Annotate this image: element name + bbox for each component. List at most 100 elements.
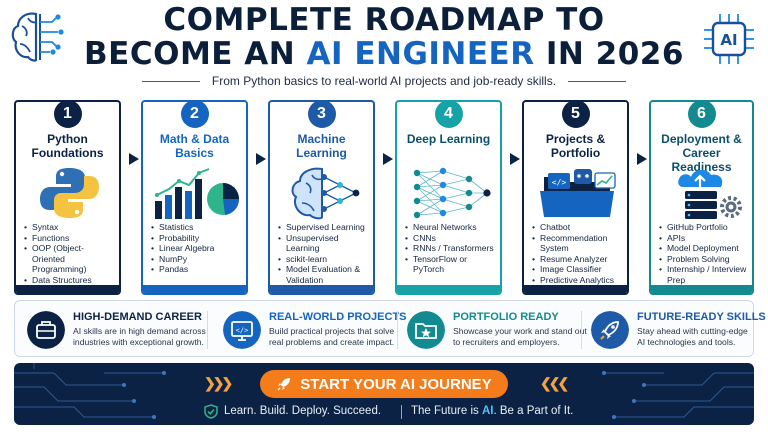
step-title: Deployment & Career Readiness — [661, 132, 742, 174]
step-card-projects: 5 Projects & Portfolio </> Chatbot Recom… — [522, 100, 629, 295]
chevrons-left-icon: ❮❮❮ — [540, 375, 569, 391]
code-monitor-icon: </> — [223, 311, 261, 349]
feature-divider — [581, 311, 582, 349]
subtitle: From Python basics to real-world AI proj… — [211, 74, 557, 88]
step-number: 1 — [53, 102, 82, 128]
step-number: 3 — [307, 102, 336, 128]
rocket-icon — [591, 311, 629, 349]
feature-portfolio-ready: PORTFOLIO READY Showcase your work and s… — [407, 307, 587, 353]
step-topics: Neural Networks CNNs RNNs / Transformers… — [405, 222, 496, 275]
topic-item: Resume Analyzer — [532, 254, 623, 265]
benefits-strip: HIGH-DEMAND CAREER AI skills are in high… — [14, 300, 766, 357]
topic-item: Neural Networks — [405, 222, 496, 233]
topic-item: Problem Solving — [659, 254, 748, 265]
topic-item: APIs — [659, 233, 748, 244]
step-card-math: 2 Math & Data Basics Statistics Probabil… — [141, 100, 248, 295]
brain-circuit-icon — [11, 12, 64, 62]
step-topics: GitHub Portfolio APIs Model Deployment P… — [659, 222, 748, 285]
step-number: 5 — [561, 102, 590, 128]
topic-item: GitHub Portfolio — [659, 222, 748, 233]
footer-banner: ❯❯❯ START YOUR AI JOURNEY ❮❮❮ Learn. Bui… — [14, 363, 754, 425]
future-ai-word: AI — [481, 405, 494, 417]
feature-divider — [207, 311, 208, 349]
topic-item: OOP (Object-Oriented Programming) — [24, 243, 115, 275]
future-prefix: The Future is — [411, 405, 479, 417]
header: COMPLETE ROADMAP TO BECOME AN AI ENGINEE… — [0, 0, 768, 96]
cloud-server-icon — [678, 169, 742, 219]
topic-item: CNNs — [405, 233, 496, 244]
feature-high-demand: HIGH-DEMAND CAREER AI skills are in high… — [27, 307, 206, 353]
chevrons-right-icon: ❯❯❯ — [204, 375, 233, 391]
brain-network-icon — [291, 167, 360, 220]
feature-future-ready: FUTURE-READY SKILLS Stay ahead with cutt… — [591, 307, 766, 353]
step-title: Machine Learning — [296, 132, 347, 160]
topic-item: Supervised Learning — [278, 222, 369, 233]
topic-item: Chatbot — [532, 222, 623, 233]
feature-real-world-projects: </> REAL-WORLD PROJECTS Build practical … — [223, 307, 407, 353]
star-folder-icon — [407, 311, 445, 349]
future-suffix: . Be a Part of It. — [493, 405, 574, 417]
topic-item: Syntax — [24, 222, 115, 233]
step-title: Python Foundations — [31, 132, 104, 160]
svg-text:</>: </> — [236, 327, 249, 335]
feature-title: HIGH-DEMAND CAREER — [73, 311, 202, 323]
start-journey-button[interactable]: START YOUR AI JOURNEY — [260, 370, 508, 398]
step-card-ml: 3 Machine Learning Supervised Learning U… — [268, 100, 375, 295]
feature-desc: Stay ahead with cutting-edge AI technolo… — [637, 326, 748, 347]
topic-item: Recommendation System — [532, 233, 623, 254]
roadmap-steps: 1 Python Foundations Syntax Functions OO… — [14, 100, 754, 295]
circuit-decoration-left — [14, 363, 166, 419]
footer-tagline: Learn. Build. Deploy. Succeed. — [224, 405, 382, 417]
step-bottom-bar — [270, 285, 373, 293]
step-bottom-bar — [651, 285, 752, 293]
step-card-deployment: 6 Deployment & Career Readiness GitHub P… — [649, 100, 754, 295]
footer-future-line: The Future is AI. Be a Part of It. — [411, 405, 573, 417]
subtitle-rule-right — [568, 81, 626, 82]
chevron-right-icon — [637, 153, 647, 165]
step-number: 4 — [434, 102, 463, 128]
feature-title: PORTFOLIO READY — [453, 311, 559, 323]
step-topics: Supervised Learning Unsupervised Learnin… — [278, 222, 369, 285]
topic-item: NumPy — [151, 254, 242, 265]
title-suffix: IN 2026 — [545, 36, 684, 72]
footer-divider — [401, 405, 402, 419]
topic-item: Statistics — [151, 222, 242, 233]
feature-desc: AI skills are in high demand across indu… — [73, 326, 206, 347]
step-number: 6 — [687, 102, 716, 128]
topic-item: RNNs / Transformers — [405, 243, 496, 254]
svg-text:</>: </> — [552, 178, 567, 187]
topic-item: Model Evaluation & Validation — [278, 264, 369, 285]
neural-network-icon — [413, 167, 491, 219]
feature-divider — [397, 311, 398, 349]
feature-title: FUTURE-READY SKILLS — [637, 311, 766, 323]
shield-check-icon — [204, 404, 218, 419]
step-title: Deep Learning — [406, 132, 491, 146]
title-accent: AI ENGINEER — [306, 36, 535, 72]
briefcase-icon — [27, 311, 65, 349]
step-bottom-bar — [397, 285, 500, 293]
cta-label: START YOUR AI JOURNEY — [300, 375, 492, 393]
ai-chip-label: AI — [720, 31, 737, 49]
topic-item: scikit-learn — [278, 254, 369, 265]
chevron-right-icon — [129, 153, 139, 165]
step-bottom-bar — [524, 285, 627, 293]
topic-item: Data Structures — [24, 275, 115, 286]
page-title-line-2: BECOME AN AI ENGINEER IN 2026 — [0, 36, 768, 72]
step-bottom-bar — [16, 285, 119, 293]
step-title: Projects & Portfolio — [545, 132, 606, 160]
step-card-deep-learning: 4 Deep Learning Neural Networks CNNs RNN… — [395, 100, 502, 295]
bar-chart-pie-icon — [155, 168, 240, 219]
chevron-right-icon — [383, 153, 393, 165]
step-title: Math & Data Basics — [159, 132, 230, 160]
step-topics: Syntax Functions OOP (Object-Oriented Pr… — [24, 222, 115, 285]
python-logo-icon — [40, 168, 99, 218]
ai-chip-icon: AI — [704, 14, 754, 64]
subtitle-rule-left — [142, 81, 200, 82]
topic-item: Probability — [151, 233, 242, 244]
topic-item: Functions — [24, 233, 115, 244]
rocket-icon — [277, 378, 291, 391]
topic-item: Model Deployment — [659, 243, 748, 254]
feature-desc: Build practical projects that solve real… — [269, 326, 395, 347]
step-topics: Statistics Probability Linear Algebra Nu… — [151, 222, 242, 275]
feature-desc: Showcase your work and stand out to recr… — [453, 326, 587, 347]
